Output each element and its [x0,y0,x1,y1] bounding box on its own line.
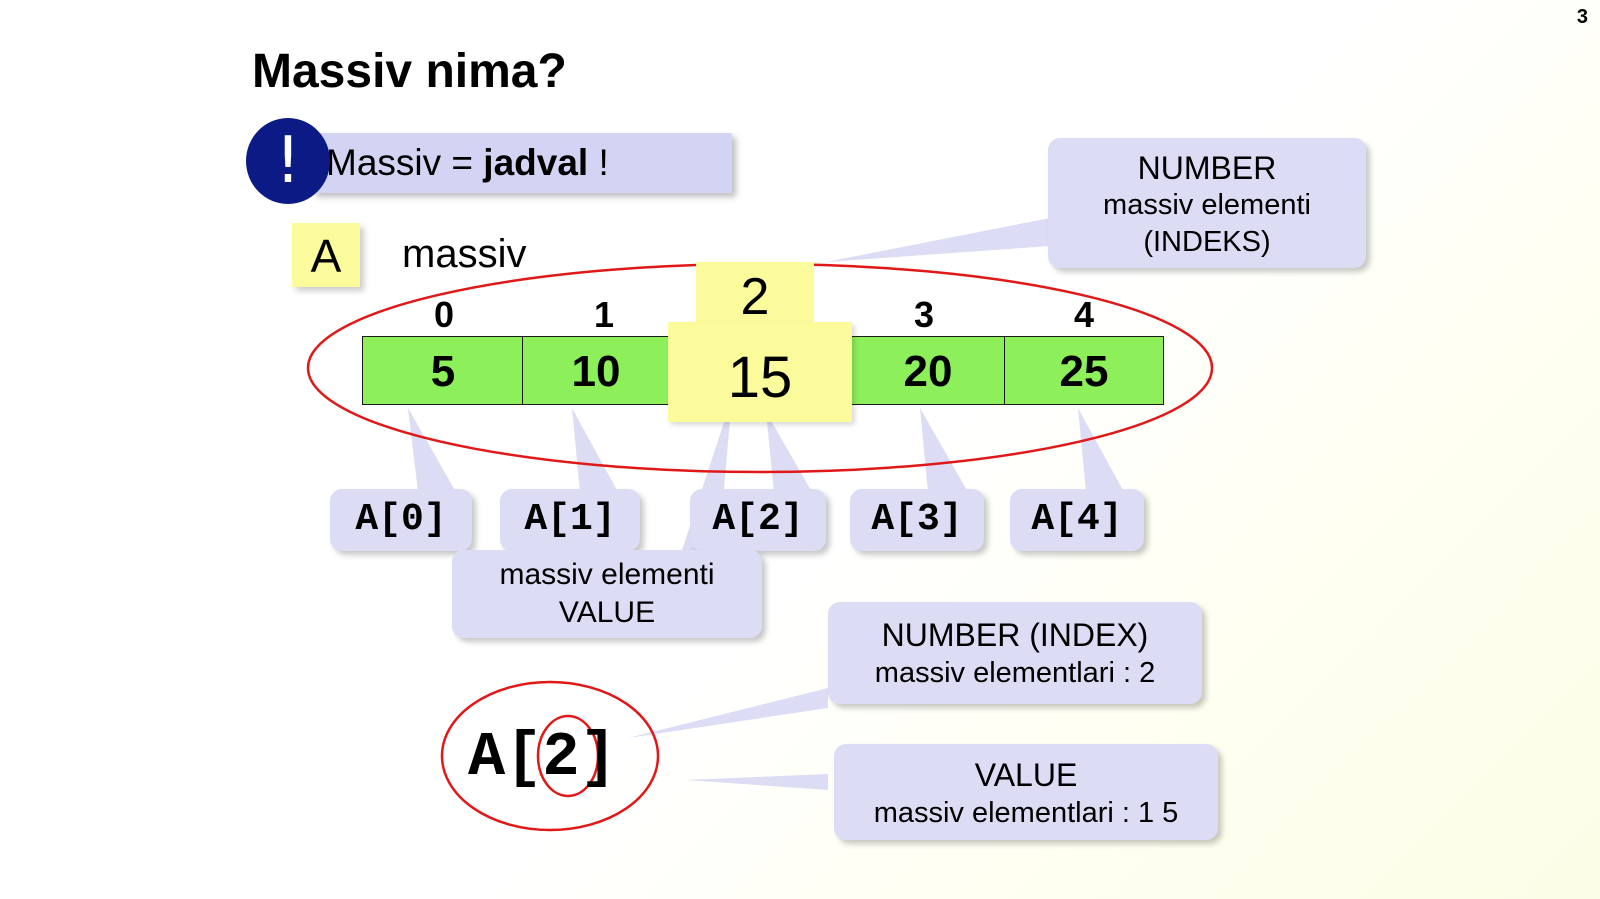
array-cell-1: 10 [522,336,670,405]
number-index-callout-line2: massiv elementlari : 2 [874,657,1156,689]
example-ellipse [440,680,660,832]
pointer-a2 [766,412,812,492]
value-callout-line1: massiv elementi [499,558,715,591]
index-callout: NUMBER massiv elementi (INDEKS) [1048,138,1366,268]
banner-bold: jadval [483,142,589,183]
example-suffix: ] [579,722,617,793]
banner-prefix: Massiv = [326,142,484,183]
example-access-expression: A[2] [468,722,617,794]
banner-suffix: ! [588,142,609,183]
array-index-3: 3 [913,294,935,335]
exclamation-icon: ! [246,118,330,204]
array-index-1: 1 [593,294,615,335]
pointer-a3 [920,408,968,492]
index-callout-line3: (INDEKS) [1143,226,1271,258]
array-cell-0: 5 [362,336,524,405]
pointer-a1 [572,408,618,492]
value-bottom-callout: VALUE massiv elementlari : 1 5 [834,744,1218,840]
highlighted-index: 2 [696,262,814,326]
pointer-a4 [1078,408,1124,492]
example-index-ellipse [536,714,600,798]
number-index-callout: NUMBER (INDEX) massiv elementlari : 2 [828,602,1202,704]
page-title: Massiv nima? [252,45,567,98]
number-index-pointer [628,688,828,738]
variable-label: massiv [402,232,527,276]
index-callout-line1: NUMBER [1137,150,1277,186]
accessor-a2: A[2] [690,489,826,551]
accessor-a4: A[4] [1010,489,1144,551]
pointer-a0 [408,408,456,492]
array-index-0: 0 [433,294,455,335]
page-number: 3 [1576,6,1588,28]
value-callout-line2: VALUE [558,596,656,629]
value-bottom-pointer [686,774,828,790]
index-callout-pointer [826,218,1050,262]
definition-banner: Massiv = jadval ! [312,133,732,193]
highlighted-value: 15 [668,322,852,422]
accessor-a3: A[3] [850,489,984,551]
array-cell-3: 20 [850,336,1006,405]
value-bottom-callout-line1: VALUE [974,757,1078,793]
accessor-a0: A[0] [330,489,472,551]
example-prefix: A[ [468,722,543,793]
number-index-callout-line1: NUMBER (INDEX) [881,617,1149,653]
variable-name-box: A [292,223,360,287]
accessor-a1: A[1] [500,489,640,551]
array-cell-4: 25 [1004,336,1164,405]
index-callout-line2: massiv elementi [1103,189,1311,221]
value-bottom-callout-line2: massiv elementlari : 1 5 [873,797,1179,829]
value-callout: massiv elementi VALUE [452,550,762,638]
array-index-4: 4 [1073,294,1095,335]
example-index: 2 [542,722,580,793]
